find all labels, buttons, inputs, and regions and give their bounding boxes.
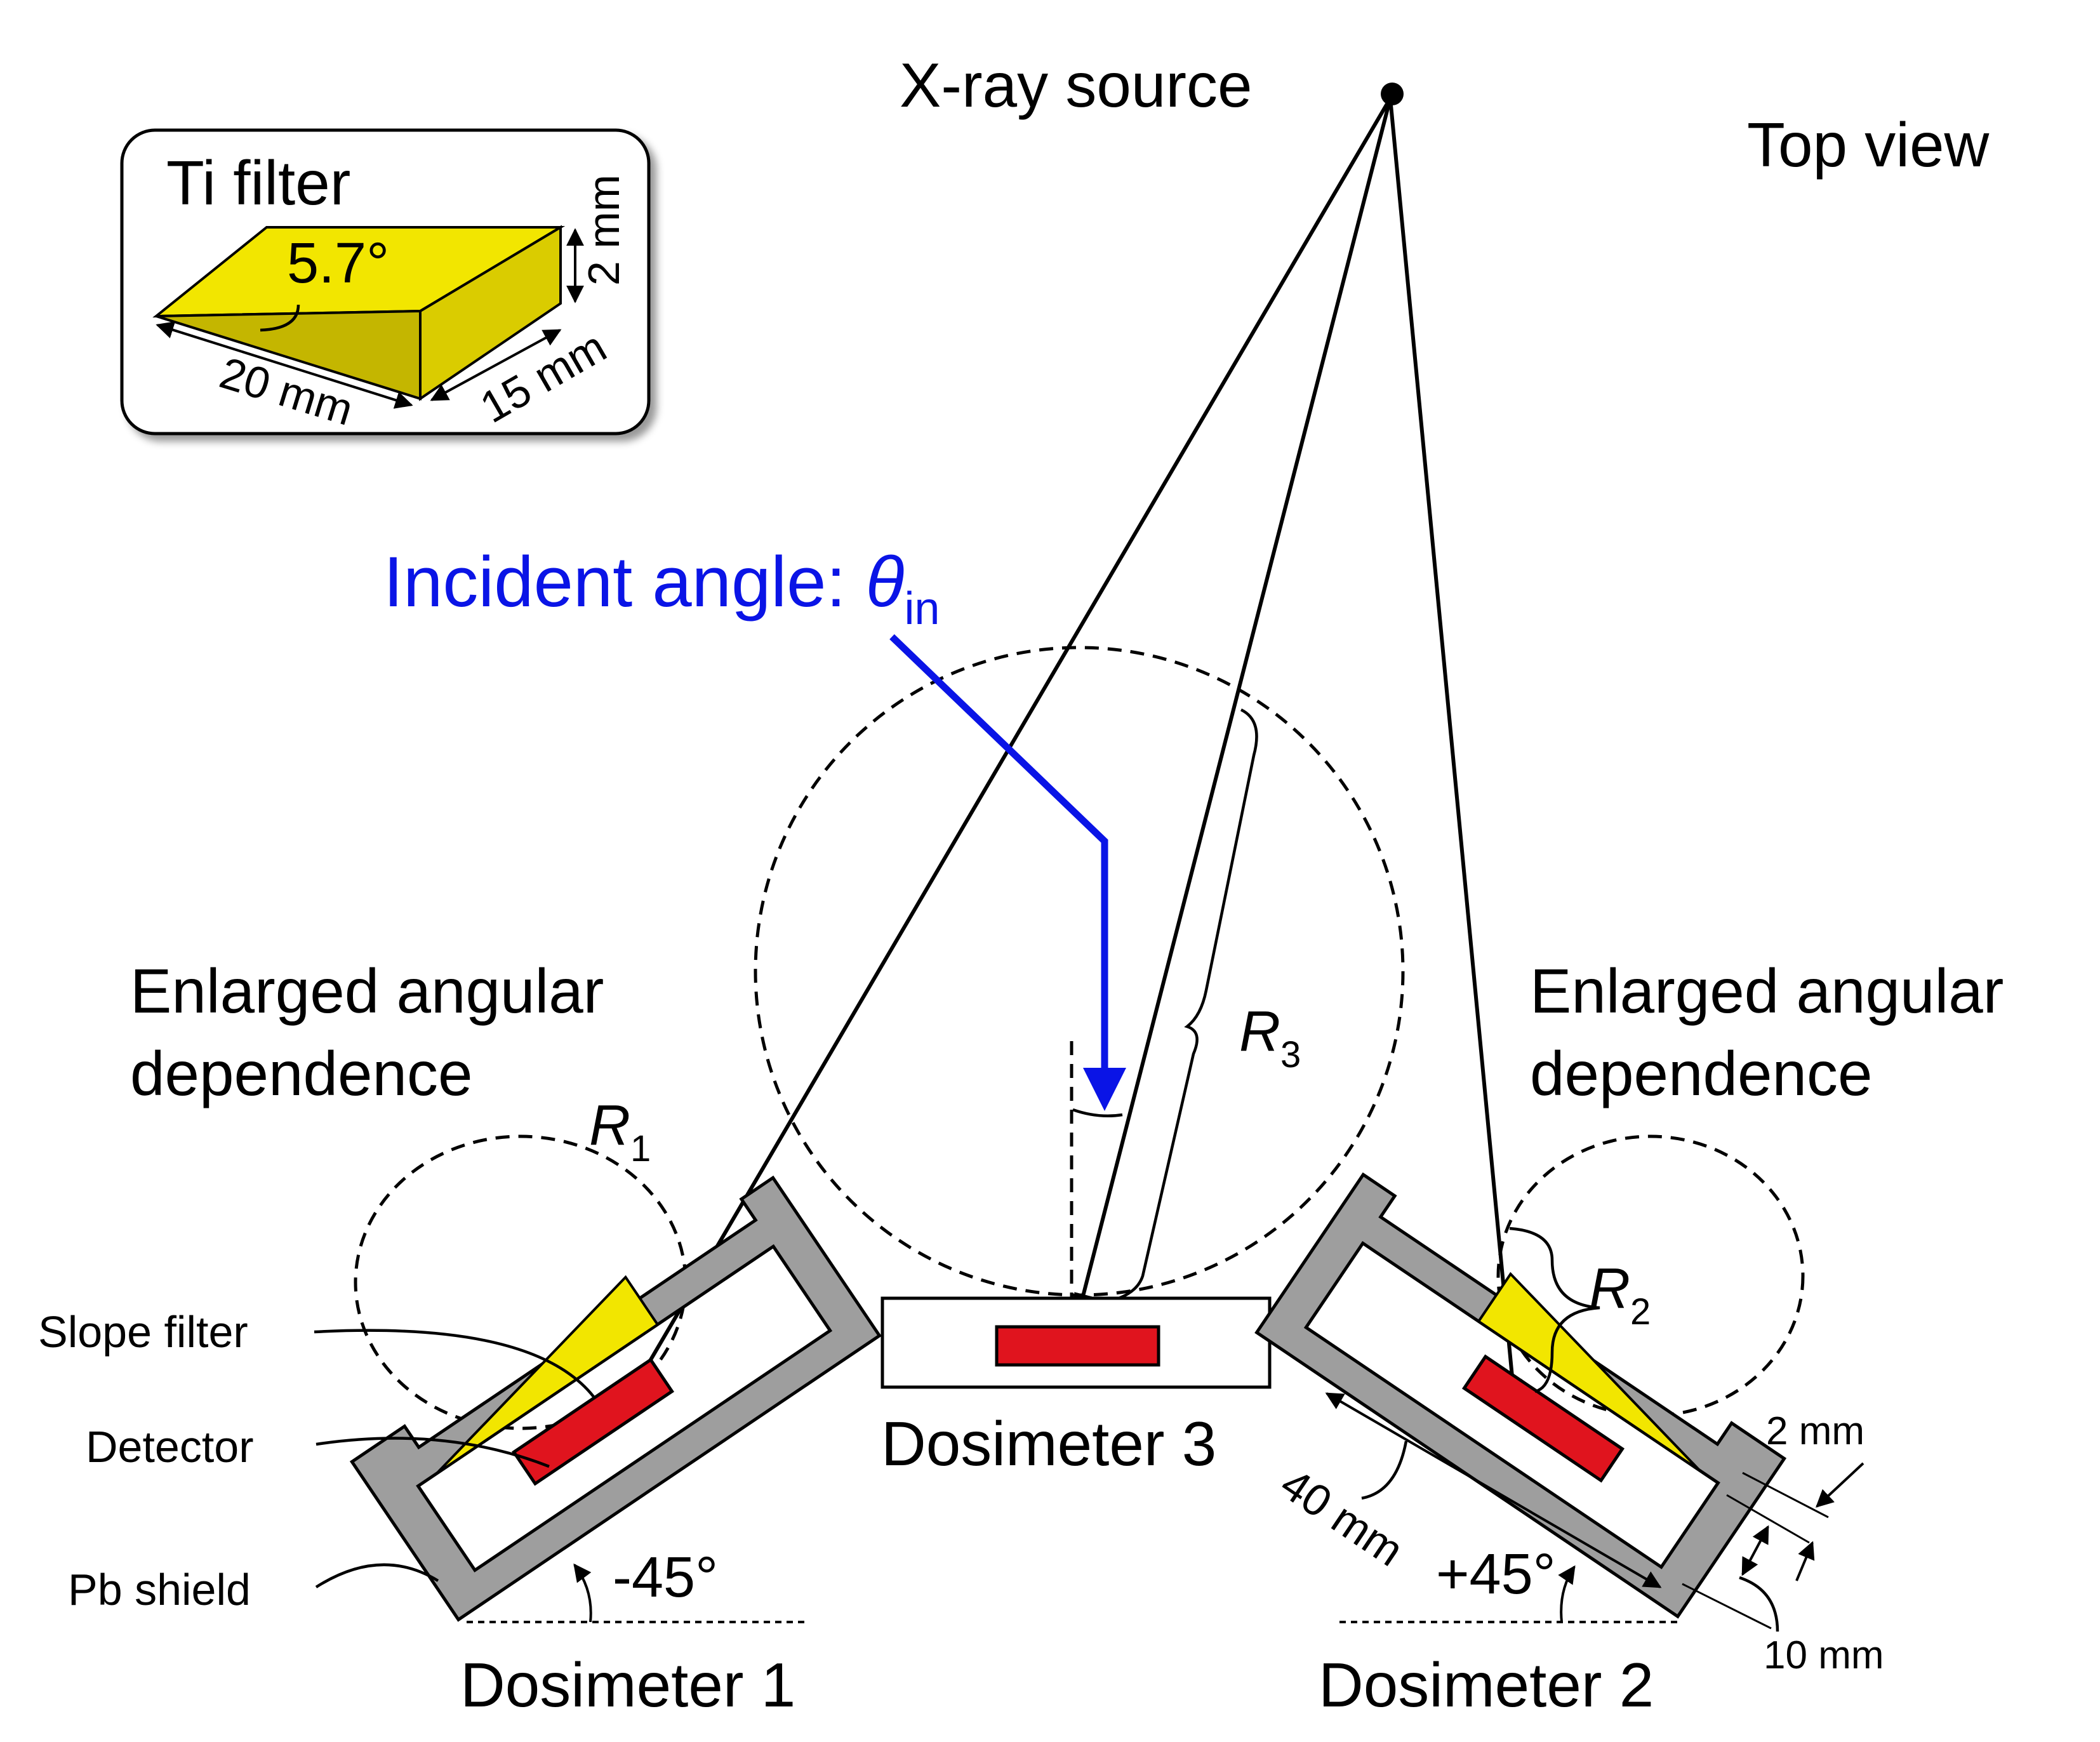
dosimeter-2-label: Dosimeter 2: [1319, 1650, 1654, 1720]
top-view-label: Top view: [1747, 110, 1990, 180]
length-40mm-leader: [1361, 1440, 1408, 1500]
r3-label: R3: [1239, 1000, 1301, 1075]
dosimeter-1: [349, 1175, 882, 1622]
length-dimension-arrow: [156, 321, 413, 409]
enlarged-right-line-1: Enlarged angular: [1530, 956, 2004, 1026]
enlarged-left-line-2: dependence: [130, 1039, 473, 1108]
ti-filter-title: Ti filter: [166, 148, 350, 218]
dim-extension-1: [1742, 1472, 1829, 1519]
dim-2mm-label: 2 mm: [1766, 1409, 1864, 1453]
r2-label: R2: [1589, 1257, 1651, 1333]
length-40mm-arrow: [1325, 1392, 1662, 1588]
dim-10mm-arrow-a: [1741, 1525, 1769, 1576]
slope-filter-label: Slope filter: [38, 1307, 248, 1357]
dosimeter-3: [881, 1296, 1272, 1389]
r3-brace: [1107, 708, 1258, 1303]
dosimeter-1-detector: [511, 1357, 675, 1486]
dosimeter-2-angle-arc: [1558, 1565, 1576, 1623]
dosimeter-3-label: Dosimeter 3: [881, 1409, 1216, 1479]
height-dimension-label: 2 mm: [579, 175, 628, 286]
width-dimension-arrow: [430, 329, 562, 401]
dosimeter-1-slope-filter: [435, 1275, 660, 1475]
dosimeter-1-angle-label: -45°: [613, 1546, 718, 1609]
dim-2mm-arrow: [1815, 1462, 1864, 1508]
dosimeter-2-angle-label: +45°: [1436, 1543, 1556, 1606]
dim-10mm-leader: [1739, 1576, 1779, 1632]
pb-shield-leader: [315, 1563, 439, 1588]
incident-angle-arrow: [889, 634, 1108, 1070]
r2-dashed-circle: [1496, 1134, 1805, 1418]
r1-label: R1: [589, 1094, 651, 1169]
r2-brace: [1509, 1227, 1600, 1393]
enlarged-left-line-1: Enlarged angular: [130, 956, 604, 1026]
ti-filter-inset: Ti filter 5.7° 2 mm 20 mm 15 mm: [120, 128, 651, 436]
incident-angle-arrowhead: [1083, 1068, 1126, 1111]
detector-label: Detector: [86, 1422, 254, 1472]
dim-10mm-label: 10 mm: [1764, 1633, 1884, 1677]
detector-leader: [316, 1437, 550, 1468]
xray-source-point: [1381, 83, 1404, 105]
r3-dashed-circle: [754, 646, 1405, 1297]
ray-to-dosimeter-2: [1388, 98, 1522, 1399]
ray-to-dosimeter-3: [1074, 98, 1392, 1313]
length-40mm-label: 40 mm: [1272, 1459, 1412, 1576]
xray-source-label: X-ray source: [900, 50, 1253, 120]
slope-filter-leader: [314, 1329, 595, 1398]
pb-shield-label: Pb shield: [68, 1565, 251, 1614]
incident-angle-arc: [1072, 1108, 1123, 1118]
incident-angle-label: Incident angle: θin: [383, 542, 940, 634]
dosimeter-3-detector: [995, 1325, 1160, 1367]
dim-extension-2: [1682, 1583, 1772, 1630]
dim-10mm-arrow-b: [1795, 1541, 1815, 1581]
enlarged-right-line-2: dependence: [1530, 1039, 1873, 1108]
wedge-angle-label: 5.7°: [287, 232, 389, 295]
dosimeter-1-label: Dosimeter 1: [460, 1650, 795, 1720]
dosimeter-1-angle-arc: [573, 1563, 592, 1623]
dim-extension-3: [1726, 1494, 1810, 1544]
